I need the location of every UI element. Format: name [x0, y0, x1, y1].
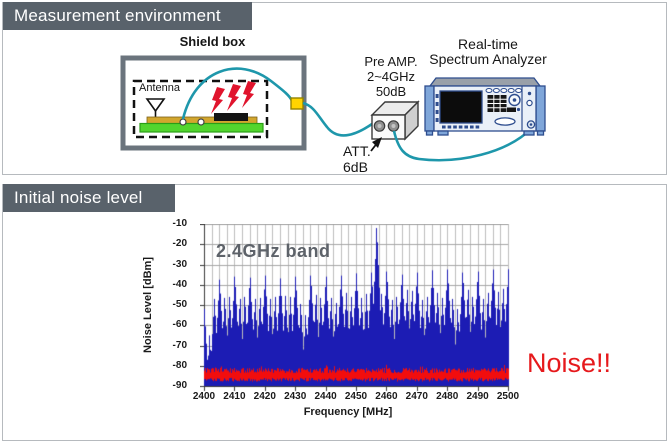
x-tick-label: 2410 [223, 391, 246, 402]
y-tick-label: -60 [172, 319, 187, 331]
y-tick-label: -30 [172, 258, 187, 270]
spectrum-analyzer-label: Real-time Spectrum Analyzer [429, 36, 547, 67]
y-tick-label: -40 [172, 278, 187, 290]
x-tick-label: 2500 [496, 391, 520, 402]
spectrum-analyzer-icon [424, 77, 546, 136]
y-tick-label: -10 [172, 218, 187, 229]
band-annotation: 2.4GHz band [216, 241, 331, 261]
x-tick-label: 2450 [344, 391, 368, 402]
y-tick-label: -50 [172, 299, 187, 310]
noise-callout: Noise!! [527, 348, 612, 378]
y-tick-label: -20 [172, 238, 187, 250]
dut-dashed-boundary [132, 79, 269, 139]
x-axis-title: Frequency [MHz] [303, 406, 393, 418]
preamp-box [370, 100, 420, 141]
x-tick-label: 2440 [314, 391, 337, 402]
attenuator-label: ATT. 6dB [343, 143, 371, 175]
antenna-label: Antenna [139, 82, 180, 94]
interference-bolts-icon [211, 81, 256, 114]
section-header-initial-noise-level: Initial noise level [3, 184, 175, 212]
preamp-label: Pre AMP. 2~4GHz 50dB [364, 54, 418, 99]
x-tick-label: 2400 [192, 391, 216, 402]
measurement-setup-diagram [120, 55, 546, 162]
y-tick-label: -90 [172, 380, 187, 391]
noise-spectrum-plot [200, 224, 512, 392]
coax-cable-connector-to-preamp [302, 101, 373, 137]
x-tick-label: 2480 [436, 391, 459, 402]
section-header-measurement-environment: Measurement environment [3, 2, 252, 30]
x-tick-label: 2460 [375, 391, 398, 402]
coax-cable-preamp-to-analyzer [392, 127, 533, 162]
device-under-test-pcb [139, 113, 264, 133]
measurement-environment-panel: Shield box Antenna Pre AMP. 2~4GHz 50dB … [2, 2, 667, 175]
x-tick-label: 2490 [466, 391, 489, 402]
x-tick-label: 2430 [284, 391, 307, 402]
att-arrow [370, 137, 382, 152]
x-tick-label: 2420 [253, 391, 276, 402]
initial-noise-level-panel: Noise Level [dBm] 2.4GHz band Frequency … [2, 184, 667, 441]
y-tick-label: -70 [172, 339, 187, 351]
feedthrough-connector [290, 97, 304, 110]
shield-box-label: Shield box [179, 34, 246, 49]
x-tick-label: 2470 [405, 391, 428, 402]
y-tick-label: -80 [172, 359, 187, 371]
coax-cable-dut-to-connector [181, 67, 294, 120]
noise-spectrum-chart: Noise Level [dBm] 2.4GHz band Frequency … [3, 185, 666, 440]
